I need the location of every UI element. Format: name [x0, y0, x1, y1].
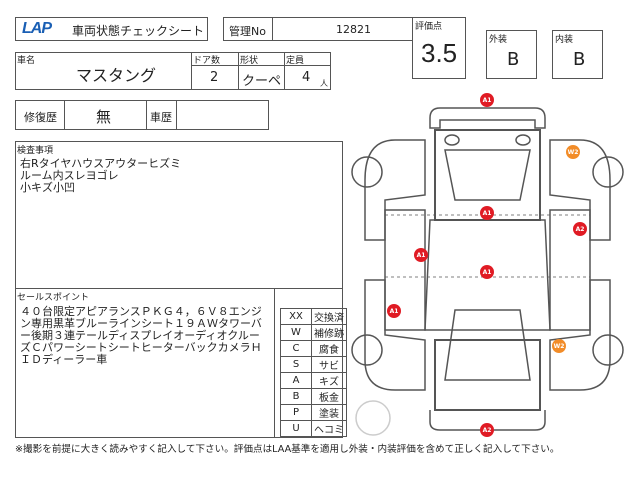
- capacity-value: 4: [302, 70, 311, 85]
- score-box: 評価点 3.5: [412, 17, 466, 79]
- legend-meaning: 塗装: [311, 404, 347, 421]
- lap-logo: LAP: [22, 20, 52, 37]
- mgmt-label: 管理No: [229, 25, 266, 38]
- capacity-label: 定員: [286, 56, 305, 66]
- repair-value: 無: [96, 108, 112, 126]
- legend-code: U: [280, 420, 312, 437]
- exterior-grade: B: [507, 49, 520, 70]
- legend-meaning: ヘコミ: [311, 420, 347, 437]
- legend-meaning: 腐食: [311, 340, 347, 357]
- score-value: 3.5: [421, 38, 458, 68]
- sales-label: セールスポイント: [17, 293, 90, 303]
- sheet-title: 車両状態チェックシート: [72, 24, 205, 38]
- history-box: 修復歴 無 車歴: [15, 100, 269, 130]
- shape-label: 形状: [240, 56, 259, 66]
- legend-meaning: サビ: [311, 356, 347, 373]
- vehicle-name: マスタング: [76, 66, 157, 85]
- inspection-line: ルーム内スレヨゴレ: [20, 169, 119, 182]
- repair-label: 修復歴: [24, 111, 57, 124]
- doors-label: ドア数: [193, 56, 221, 66]
- mgmt-number: 12821: [336, 23, 371, 36]
- damage-marker: W2: [566, 145, 580, 159]
- legend-meaning: 交換済: [311, 308, 347, 325]
- capacity-unit: 人: [320, 79, 328, 88]
- footer-note: ※撮影を前提に大きく読みやすく記入して下さい。評価点はLAA基準を適用し外装・内…: [15, 444, 560, 455]
- interior-box: 内装 B: [552, 30, 603, 79]
- title-box: LAP 車両状態チェックシート: [15, 17, 208, 41]
- sales-text: ４０台限定アピアランスＰＫＧ４，６Ｖ８エンジン専用黒革ブルーラインシート１９ＡＷ…: [20, 305, 262, 366]
- legend-code: XX: [280, 308, 312, 325]
- vehicle-box: 車名 マスタング ドア数 形状 定員 2 クーペ 4 人: [15, 52, 331, 90]
- damage-marker: A2: [480, 423, 494, 437]
- inspection-line: 右Rタイヤハウスアウターヒズミ: [20, 157, 182, 170]
- legend-code: B: [280, 388, 312, 405]
- legend-code: A: [280, 372, 312, 389]
- legend-code: S: [280, 356, 312, 373]
- exterior-box: 外装 B: [486, 30, 537, 79]
- damage-marker: A2: [573, 222, 587, 236]
- doors-value: 2: [210, 70, 219, 85]
- legend-code: C: [280, 340, 312, 357]
- damage-marker: A1: [387, 304, 401, 318]
- score-label: 評価点: [415, 22, 443, 32]
- damage-marker: A1: [480, 206, 494, 220]
- inspection-line: 小キズ小凹: [20, 181, 75, 194]
- name-label: 車名: [17, 56, 36, 66]
- damage-marker: A1: [414, 248, 428, 262]
- inspection-label: 検査事項: [17, 146, 54, 156]
- damage-marker: A1: [480, 265, 494, 279]
- interior-label: 内装: [555, 35, 574, 45]
- interior-grade: B: [573, 49, 586, 70]
- inspection-box: 検査事項 右Rタイヤハウスアウターヒズミ ルーム内スレヨゴレ 小キズ小凹: [15, 141, 343, 289]
- car-history-label: 車歴: [150, 111, 172, 124]
- legend-meaning: 板金: [311, 388, 347, 405]
- mgmt-box: 管理No 12821: [223, 17, 413, 41]
- legend-meaning: キズ: [311, 372, 347, 389]
- damage-marker: W2: [552, 339, 566, 353]
- legend-code: P: [280, 404, 312, 421]
- shape-value: クーペ: [242, 74, 282, 89]
- legend-meaning: 補修跡: [311, 324, 347, 341]
- exterior-label: 外装: [489, 35, 508, 45]
- damage-marker: A1: [480, 93, 494, 107]
- legend-code: W: [280, 324, 312, 341]
- sales-box: セールスポイント ４０台限定アピアランスＰＫＧ４，６Ｖ８エンジン専用黒革ブルーラ…: [15, 288, 275, 438]
